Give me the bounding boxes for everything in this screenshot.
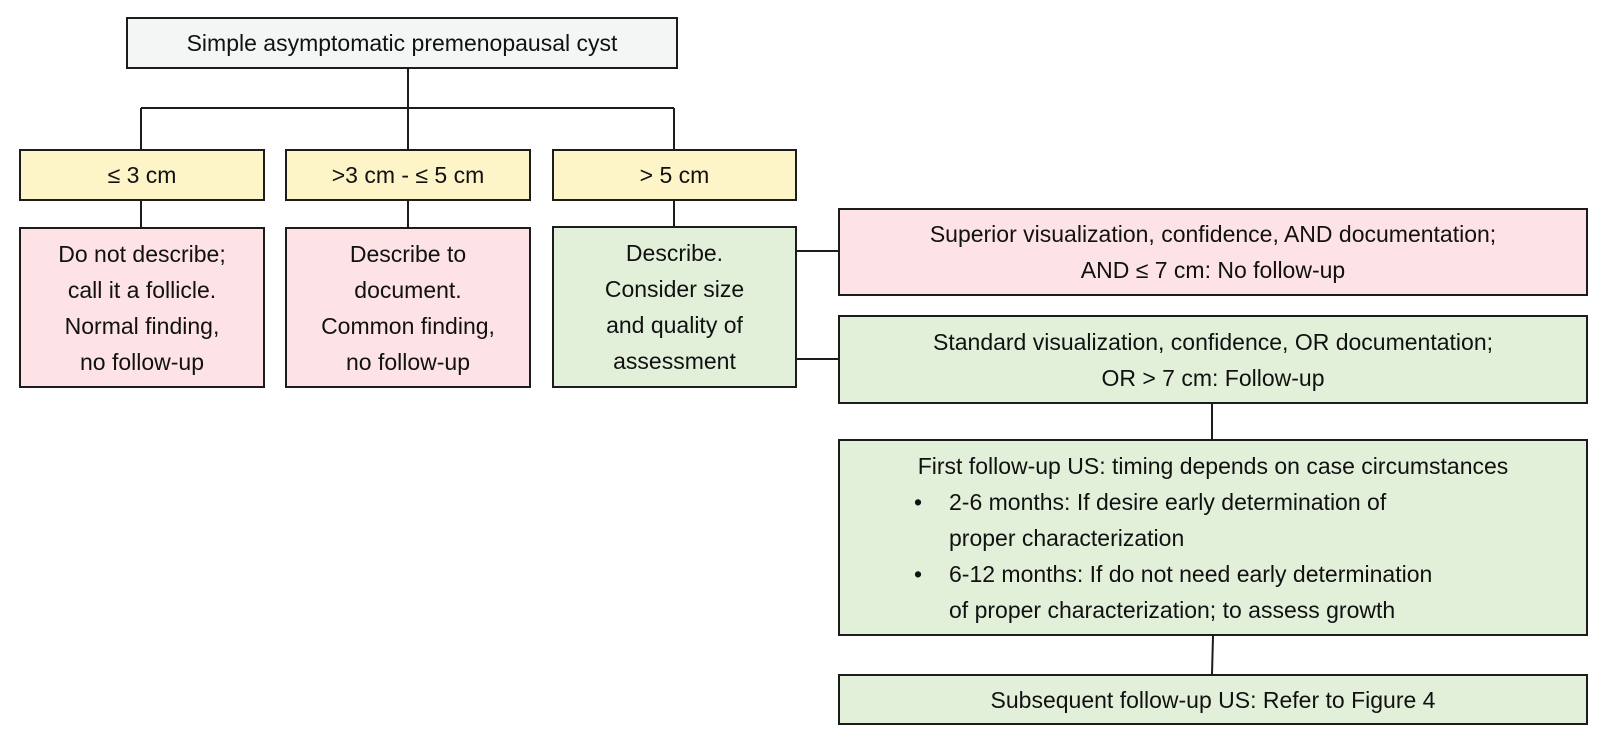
outcome-text-line: no follow-up	[79, 348, 205, 375]
subsequent-followup-label: Subsequent follow-up US: Refer to Figure…	[990, 686, 1436, 713]
superior-node: Superior visualization, confidence, AND …	[838, 208, 1588, 296]
outcome-text-line: Describe to	[349, 240, 467, 267]
root-node-label: Simple asymptomatic premenopausal cyst	[186, 30, 618, 56]
first-followup-heading: First follow-up US: timing depends on ca…	[917, 452, 1509, 479]
size-node-label: > 5 cm	[639, 162, 710, 188]
bullet-icon: •	[914, 488, 923, 515]
outcome-node-1: Do not describe; call it a follicle. Nor…	[19, 227, 265, 388]
outcome-text-line: Consider size	[604, 276, 745, 302]
outcome-text-line: no follow-up	[345, 348, 471, 375]
outcome-node-3: Describe. Consider size and quality of a…	[552, 226, 797, 388]
size-node-label: >3 cm - ≤ 5 cm	[331, 162, 485, 188]
outcome-text-line: document.	[354, 276, 462, 303]
first-followup-node: First follow-up US: timing depends on ca…	[838, 439, 1588, 636]
outcome-text-line: Describe.	[625, 240, 724, 266]
root-node: Simple asymptomatic premenopausal cyst	[126, 17, 678, 69]
outcome-text-line: Do not describe;	[58, 240, 226, 267]
size-node-label: ≤ 3 cm	[107, 162, 177, 188]
list-item: • 6-12 months: If do not need early dete…	[840, 556, 1586, 628]
outcome-node-2: Describe to document. Common finding, no…	[285, 227, 531, 388]
size-node-3: > 5 cm	[552, 149, 797, 201]
outcome-text-line: call it a follicle.	[67, 276, 217, 303]
outcome-text-line: Normal finding,	[64, 312, 220, 339]
list-item: • 2-6 months: If desire early determinat…	[840, 484, 1586, 556]
connector-first-to-subsequent	[1211, 635, 1214, 675]
size-node-2: >3 cm - ≤ 5 cm	[285, 149, 531, 201]
subsequent-followup-node: Subsequent follow-up US: Refer to Figure…	[838, 674, 1588, 725]
first-followup-list: • 2-6 months: If desire early determinat…	[840, 484, 1586, 628]
superior-text-line: Superior visualization, confidence, AND …	[929, 221, 1497, 247]
standard-text-line: OR > 7 cm: Follow-up	[1101, 364, 1325, 391]
standard-node: Standard visualization, confidence, OR d…	[838, 315, 1588, 404]
outcome-text-line: and quality of	[606, 312, 743, 338]
outcome-text-line: Common finding,	[321, 312, 495, 339]
bullet-text-line: 6-12 months: If do not need early determ…	[949, 560, 1433, 587]
superior-text-line: AND ≤ 7 cm: No follow-up	[1080, 257, 1346, 283]
bullet-icon: •	[914, 560, 923, 587]
bullet-text-line: 2-6 months: If desire early determinatio…	[949, 488, 1387, 515]
bullet-text-line: of proper characterization; to assess gr…	[949, 596, 1396, 623]
standard-text-line: Standard visualization, confidence, OR d…	[933, 328, 1493, 355]
size-node-1: ≤ 3 cm	[19, 149, 265, 201]
bullet-text-line: proper characterization	[949, 524, 1185, 551]
outcome-text-line: assessment	[613, 348, 736, 374]
